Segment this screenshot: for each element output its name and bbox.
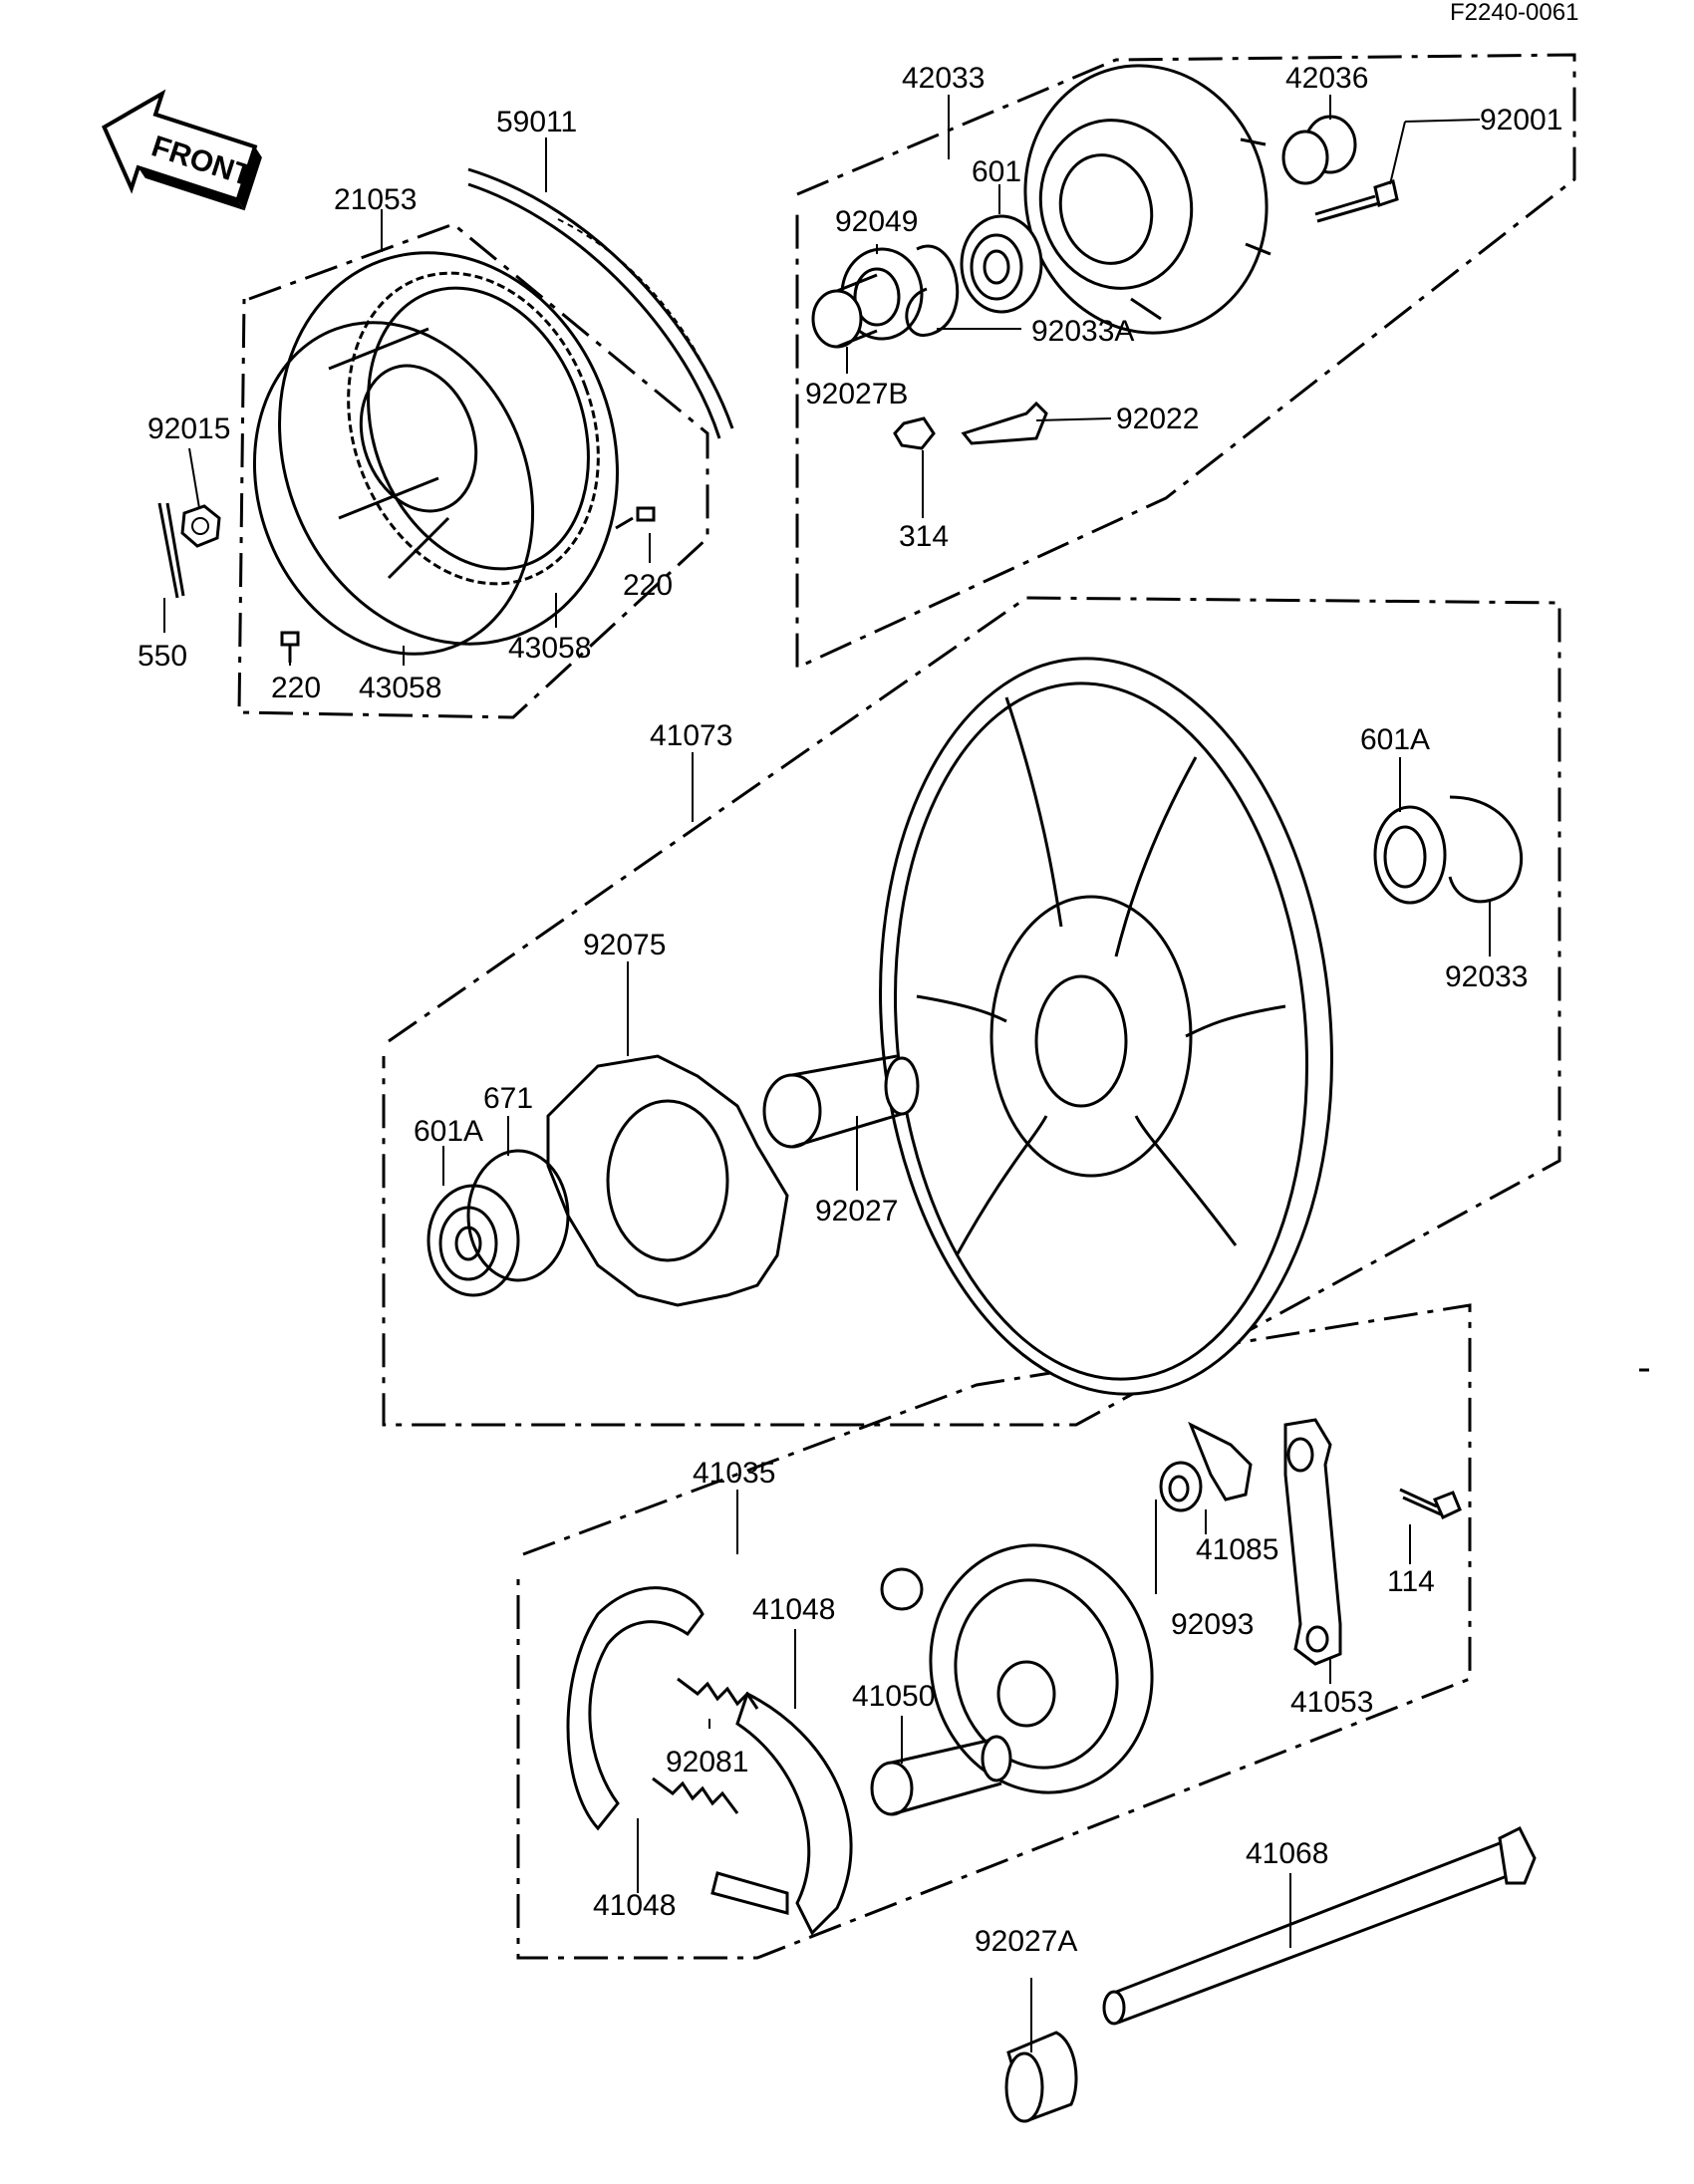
rear-axle bbox=[1102, 1825, 1537, 2026]
label-550: 550 bbox=[138, 640, 187, 673]
label-314: 314 bbox=[899, 520, 949, 553]
label-41073: 41073 bbox=[650, 719, 732, 752]
coupling-collar bbox=[1281, 115, 1357, 185]
washer-92093 bbox=[1159, 1461, 1203, 1512]
bolt-220-left bbox=[280, 631, 300, 663]
label-92033: 92033 bbox=[1445, 960, 1528, 993]
label-92049: 92049 bbox=[835, 205, 918, 238]
label-92081: 92081 bbox=[666, 1746, 748, 1778]
bearing-601 bbox=[960, 214, 1043, 314]
circlip-92033 bbox=[1448, 795, 1523, 904]
label-42036: 42036 bbox=[1285, 62, 1368, 95]
label-43058-right: 43058 bbox=[508, 632, 591, 665]
brake-spring-upper bbox=[677, 1677, 759, 1710]
label-92027A: 92027A bbox=[975, 1925, 1077, 1958]
bearing-601A-right bbox=[1373, 805, 1447, 905]
circlip-92033A bbox=[905, 244, 960, 337]
label-601A-left: 601A bbox=[414, 1115, 483, 1148]
label-114: 114 bbox=[1387, 1565, 1435, 1598]
rear-sprocket bbox=[278, 251, 619, 646]
lock-nut-314 bbox=[893, 416, 936, 450]
bolt-114 bbox=[1399, 1488, 1462, 1520]
damper-92075 bbox=[546, 1054, 789, 1307]
label-43058-left: 43058 bbox=[359, 672, 441, 704]
label-41068: 41068 bbox=[1246, 1837, 1328, 1870]
label-21053: 21053 bbox=[334, 183, 417, 216]
leader-lines bbox=[163, 95, 1491, 2052]
label-92022: 92022 bbox=[1116, 403, 1199, 435]
label-41048-lower: 41048 bbox=[593, 1889, 676, 1922]
lock-plate-92022 bbox=[961, 401, 1048, 445]
label-220-left: 220 bbox=[271, 672, 321, 704]
cotter-pin bbox=[157, 502, 185, 599]
group-outline-coupling bbox=[795, 53, 1576, 671]
label-41053: 41053 bbox=[1290, 1686, 1373, 1719]
label-92033A: 92033A bbox=[1031, 315, 1134, 348]
label-671: 671 bbox=[483, 1082, 533, 1115]
label-601A-right: 601A bbox=[1360, 723, 1430, 756]
brake-shoe-upper bbox=[566, 1586, 705, 1831]
coupling-hub bbox=[1023, 64, 1271, 335]
label-92015: 92015 bbox=[147, 412, 230, 445]
label-92093: 92093 bbox=[1171, 1608, 1254, 1641]
label-41035: 41035 bbox=[693, 1457, 775, 1490]
collar-92027 bbox=[762, 1054, 920, 1149]
label-220-right: 220 bbox=[623, 569, 673, 602]
coupling-bolt bbox=[1314, 179, 1399, 223]
brake-panel bbox=[880, 1543, 1154, 1794]
collar-92027A bbox=[1004, 2031, 1078, 2123]
group-outline-brake bbox=[516, 1303, 1472, 1960]
brake-spring-lower bbox=[652, 1776, 739, 1814]
group-outline-wheel bbox=[382, 596, 1561, 1427]
label-92027B: 92027B bbox=[805, 378, 908, 410]
label-59011: 59011 bbox=[496, 106, 577, 138]
reference-code: F2240-0061 bbox=[1450, 0, 1578, 26]
label-41085: 41085 bbox=[1196, 1533, 1278, 1566]
label-92075: 92075 bbox=[583, 929, 666, 961]
bolt-220-right bbox=[615, 506, 656, 530]
brake-camshaft bbox=[870, 1735, 1012, 1816]
collar-92027B bbox=[811, 273, 878, 349]
label-92001: 92001 bbox=[1480, 104, 1562, 136]
label-42033: 42033 bbox=[902, 62, 985, 95]
label-601: 601 bbox=[972, 155, 1021, 188]
o-ring-671 bbox=[466, 1149, 570, 1282]
cast-wheel bbox=[879, 657, 1333, 1396]
brake-lever-41053 bbox=[1283, 1418, 1342, 1666]
drive-belt bbox=[467, 167, 734, 439]
wear-indicator-41085 bbox=[1188, 1421, 1253, 1502]
front-arrow-icon: FRONT bbox=[101, 89, 262, 211]
label-41048-upper: 41048 bbox=[752, 1593, 835, 1626]
brake-shoe-lower bbox=[710, 1691, 853, 1936]
label-92027: 92027 bbox=[815, 1195, 898, 1228]
sprocket-ring bbox=[252, 321, 535, 656]
castle-nut bbox=[180, 504, 221, 548]
label-41050: 41050 bbox=[852, 1680, 935, 1713]
